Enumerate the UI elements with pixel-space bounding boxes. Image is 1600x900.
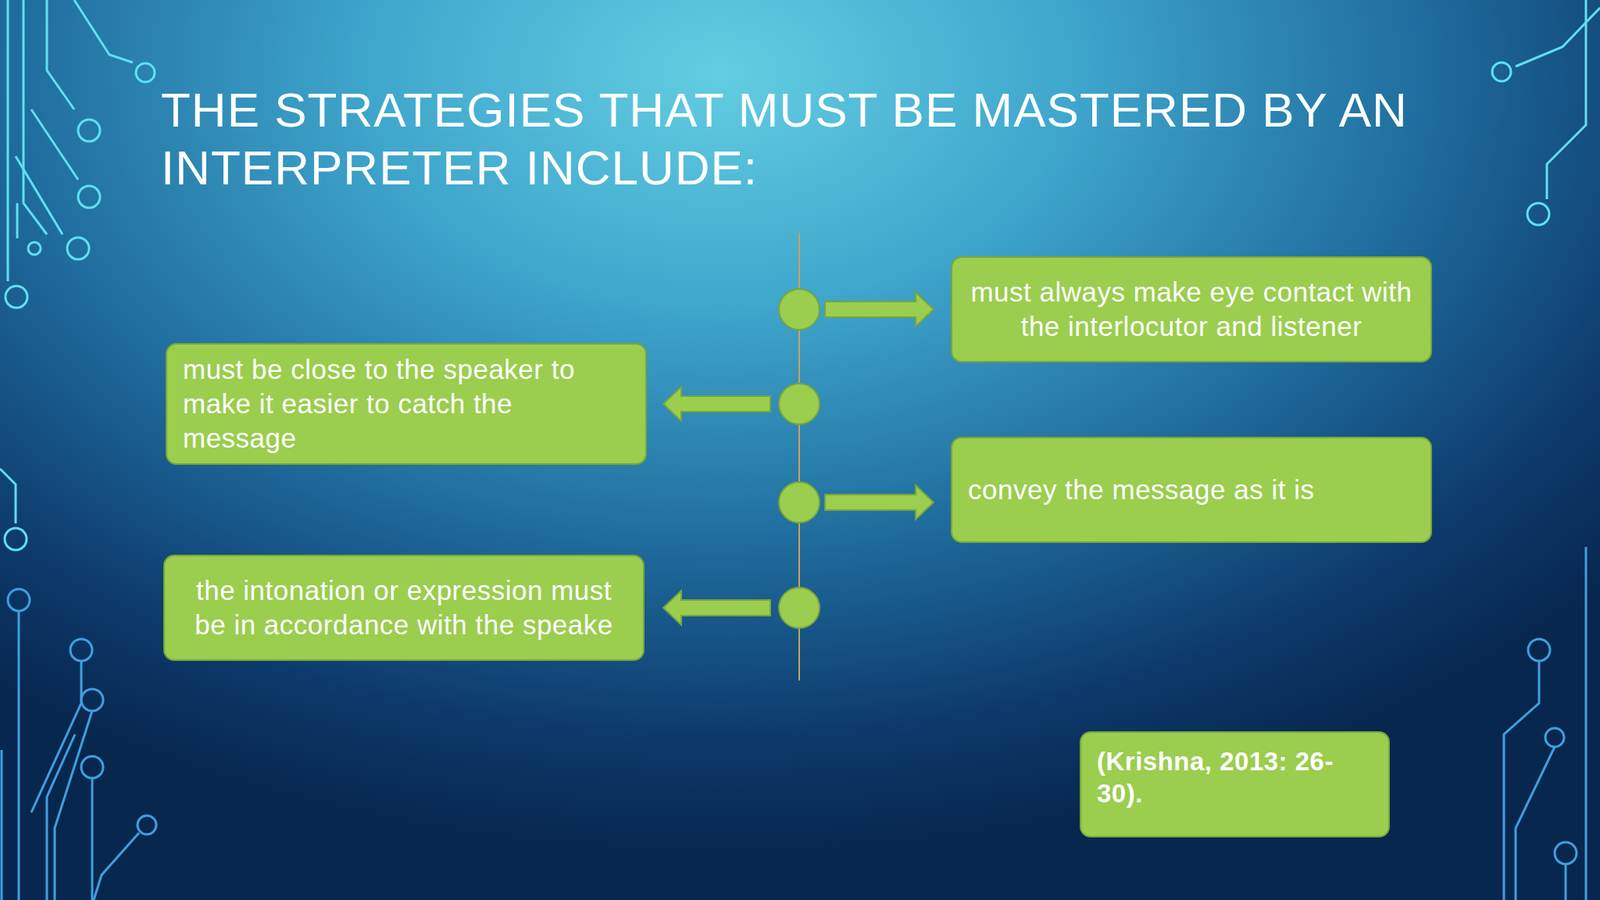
timeline bbox=[663, 232, 934, 681]
box-text: must be close to the speaker to make it … bbox=[182, 352, 630, 455]
citation-box: (Krishna, 2013: 26-30). bbox=[1079, 731, 1390, 838]
block-arrow bbox=[825, 292, 934, 327]
strategy-box: must be close to the speaker to make it … bbox=[165, 342, 647, 465]
box-text: the intonation or expression must be in … bbox=[180, 573, 628, 643]
block-arrow bbox=[825, 485, 934, 520]
strategy-box: must always make eye contact with the in… bbox=[950, 256, 1433, 363]
box-text: (Krishna, 2013: 26-30). bbox=[1096, 745, 1373, 811]
strategy-box: convey the message as it is bbox=[950, 436, 1433, 543]
timeline-dot bbox=[778, 289, 820, 330]
timeline-dot bbox=[778, 482, 820, 523]
box-text: must always make eye contact with the in… bbox=[967, 275, 1415, 344]
slide-title: THE STRATEGIES THAT MUST BE MASTERED BY … bbox=[160, 81, 1536, 197]
box-text: convey the message as it is bbox=[967, 472, 1415, 508]
circuit-lines bbox=[1, 546, 1586, 900]
block-arrow bbox=[663, 590, 771, 625]
timeline-dot bbox=[778, 383, 820, 425]
strategy-box: the intonation or expression must be in … bbox=[163, 554, 645, 661]
block-arrow bbox=[663, 386, 771, 422]
timeline-dot bbox=[778, 587, 820, 629]
